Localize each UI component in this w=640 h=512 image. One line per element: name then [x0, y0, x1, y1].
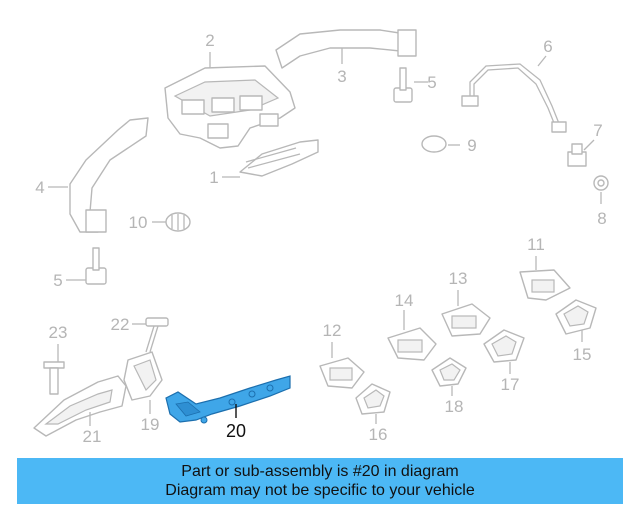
callout-10: 10 [129, 213, 148, 232]
callout-19: 19 [141, 415, 160, 434]
part-7-sensor[interactable] [567, 139, 595, 167]
part-14-outlet[interactable] [387, 310, 437, 361]
info-banner-background [17, 458, 623, 504]
callout-5-lower: 5 [53, 271, 62, 290]
callout-18: 18 [445, 397, 464, 416]
part-18-bezel[interactable] [431, 357, 467, 396]
part-15-bezel[interactable] [555, 299, 597, 342]
part-10-vent[interactable] [152, 212, 191, 232]
callout-4: 4 [35, 178, 44, 197]
callout-21: 21 [83, 427, 102, 446]
part-16-bezel[interactable] [355, 383, 391, 424]
part-3-duct[interactable] [275, 29, 417, 69]
part-13-outlet[interactable] [441, 290, 491, 337]
part-6-hose[interactable] [461, 55, 567, 133]
callout-1: 1 [209, 168, 218, 187]
callout-22: 22 [111, 315, 130, 334]
part-20-duct-highlighted[interactable] [165, 375, 291, 424]
part-19-bracket[interactable] [123, 351, 163, 414]
callout-3: 3 [337, 67, 346, 86]
part-17-bezel[interactable] [483, 329, 525, 374]
callout-13: 13 [449, 269, 468, 288]
part-4-side-duct[interactable] [48, 117, 149, 233]
callout-16: 16 [369, 425, 388, 444]
part-21-trim-panel[interactable] [33, 375, 127, 437]
part-12-outlet[interactable] [319, 342, 365, 389]
callout-2: 2 [205, 31, 214, 50]
callout-9: 9 [467, 136, 476, 155]
callout-17: 17 [501, 375, 520, 394]
callout-23: 23 [49, 323, 68, 342]
banner-line-2: Diagram may not be specific to your vehi… [165, 482, 475, 499]
info-banner: Part or sub-assembly is #20 in diagram D… [17, 458, 623, 504]
callout-5-upper: 5 [427, 73, 436, 92]
part-5-clip-upper[interactable] [393, 67, 428, 103]
callout-15: 15 [573, 345, 592, 364]
part-9-seal[interactable] [421, 135, 460, 153]
part-1-grille[interactable] [222, 139, 319, 178]
part-8-grommet[interactable] [593, 175, 609, 204]
callout-20: 20 [226, 421, 246, 441]
part-5-clip-lower[interactable] [66, 247, 107, 285]
callout-8: 8 [597, 209, 606, 228]
part-23-bolt[interactable] [43, 344, 65, 395]
callout-6: 6 [543, 37, 552, 56]
callout-7: 7 [593, 121, 602, 140]
callout-11: 11 [527, 235, 545, 254]
part-11-outlet[interactable] [519, 256, 571, 301]
callout-12: 12 [323, 321, 342, 340]
banner-line-1: Part or sub-assembly is #20 in diagram [181, 463, 459, 480]
callout-14: 14 [395, 291, 414, 310]
part-22-fastener[interactable] [132, 317, 169, 353]
part-2-heater-duct[interactable] [164, 52, 296, 149]
